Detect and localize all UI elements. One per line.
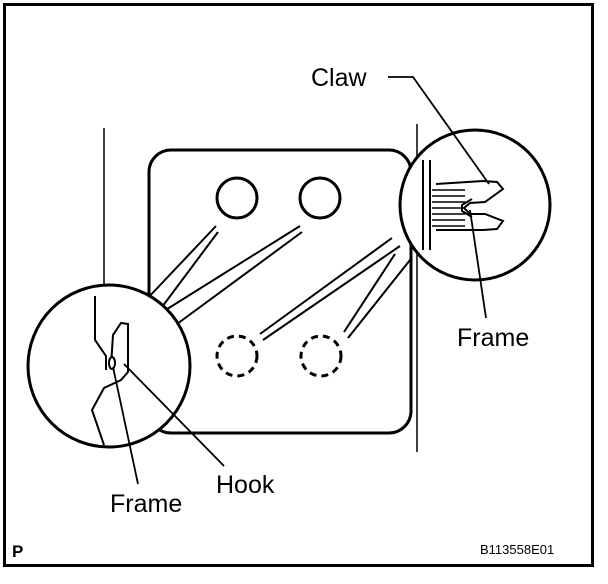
zoom-lines-left xyxy=(145,225,303,325)
label-hook: Hook xyxy=(216,471,275,499)
clip-body xyxy=(432,189,465,227)
claw-shape xyxy=(435,179,505,231)
frame-edge-shape xyxy=(94,296,107,370)
leader-lines xyxy=(112,76,490,485)
hole-solid-right xyxy=(298,176,342,220)
hook-slot xyxy=(108,356,116,370)
hook-shape xyxy=(90,321,129,446)
zoom-lines-right xyxy=(259,237,411,341)
leader-claw xyxy=(388,76,490,185)
magnifier-right xyxy=(398,128,552,282)
magnifier-left xyxy=(26,283,192,449)
leader-frame-left xyxy=(112,366,139,485)
hole-solid-left xyxy=(215,176,259,220)
label-claw: Claw xyxy=(311,64,368,92)
panel xyxy=(147,148,413,435)
leader-frame-right xyxy=(469,209,487,319)
outer-border xyxy=(3,3,594,567)
view-letter: P xyxy=(12,542,23,561)
figure-code: B113558E01 xyxy=(480,542,554,557)
frame-shape xyxy=(461,198,473,218)
leader-hook xyxy=(123,363,225,467)
hole-dashed-left xyxy=(215,334,259,378)
label-frame-left: Frame xyxy=(110,490,182,518)
label-frame-right: Frame xyxy=(457,324,529,352)
hole-dashed-right xyxy=(299,334,343,378)
